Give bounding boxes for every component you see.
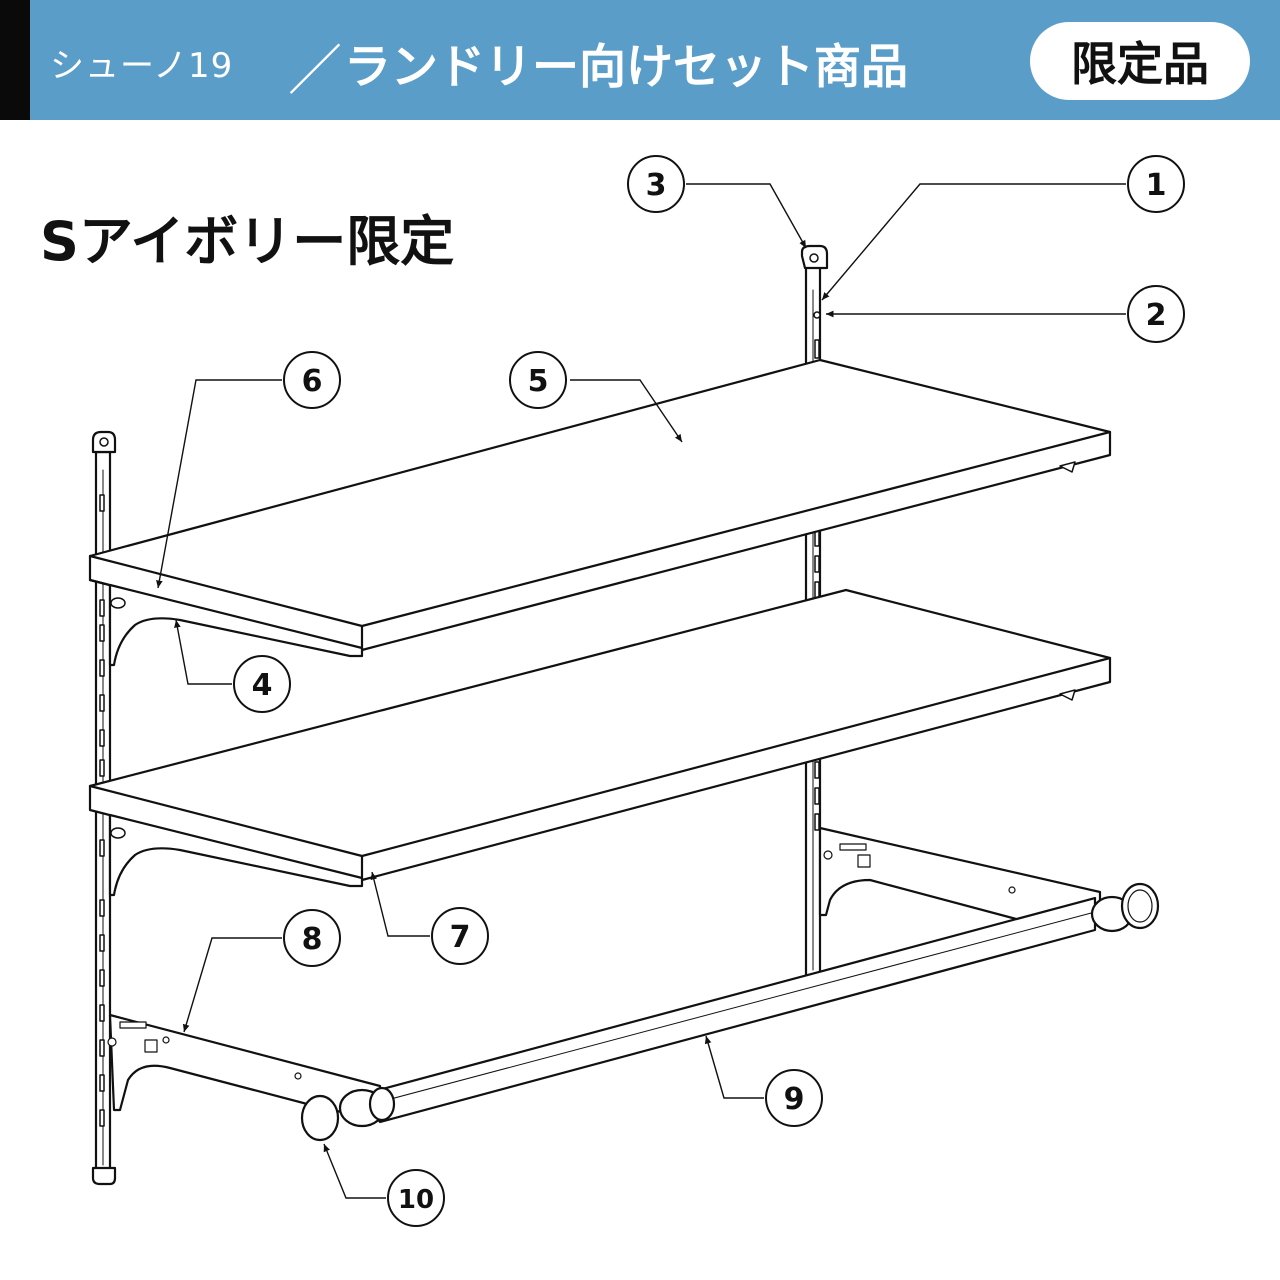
svg-text:5: 5 bbox=[528, 364, 549, 399]
svg-text:2: 2 bbox=[1146, 298, 1167, 333]
limited-badge: 限定品 bbox=[1030, 22, 1250, 100]
svg-text:10: 10 bbox=[398, 1185, 434, 1215]
svg-text:9: 9 bbox=[784, 1082, 805, 1117]
callout-5: 5 bbox=[509, 351, 567, 409]
header-bar: シューノ19 ／ ランドリー向けセット商品 限定品 bbox=[0, 0, 1280, 120]
svg-text:7: 7 bbox=[450, 920, 471, 955]
svg-text:4: 4 bbox=[252, 668, 273, 703]
svg-text:6: 6 bbox=[302, 364, 323, 399]
callout-3: 3 bbox=[627, 155, 685, 213]
callout-7: 7 bbox=[431, 907, 489, 965]
callout-10: 10 bbox=[387, 1169, 445, 1227]
right-hanger-bracket bbox=[818, 826, 1102, 922]
left-bottom-cap bbox=[91, 1166, 117, 1186]
upper-shelf bbox=[88, 358, 1112, 652]
callout-markers: 1 2 3 4 5 6 7 8 bbox=[233, 155, 1185, 1227]
callout-8: 8 bbox=[283, 909, 341, 967]
left-pipe-end-cap bbox=[300, 1086, 396, 1142]
series-name: シューノ19 bbox=[50, 46, 234, 86]
lower-shelf-bracket bbox=[108, 689, 1076, 897]
header-divider-slash: ／ bbox=[288, 39, 342, 102]
right-pipe-end-cap bbox=[1090, 882, 1160, 933]
header-title: ランドリー向けセット商品 bbox=[344, 40, 908, 95]
leader-lines bbox=[156, 183, 1126, 1199]
svg-text:8: 8 bbox=[302, 922, 323, 957]
color-variant-title: Sアイボリー限定 bbox=[40, 210, 455, 273]
lower-shelf bbox=[88, 588, 1112, 882]
svg-text:3: 3 bbox=[646, 168, 667, 203]
callout-6: 6 bbox=[283, 351, 341, 409]
callout-9: 9 bbox=[765, 1069, 823, 1127]
callout-1: 1 bbox=[1127, 155, 1185, 213]
svg-text:1: 1 bbox=[1146, 168, 1167, 203]
callout-4: 4 bbox=[233, 655, 291, 713]
upper-shelf-bracket bbox=[108, 461, 1076, 667]
left-hanger-bracket bbox=[107, 1013, 382, 1120]
callout-2: 2 bbox=[1127, 285, 1185, 343]
limited-badge-label: 限定品 bbox=[1071, 37, 1209, 91]
header-edge-stripe bbox=[0, 0, 30, 120]
